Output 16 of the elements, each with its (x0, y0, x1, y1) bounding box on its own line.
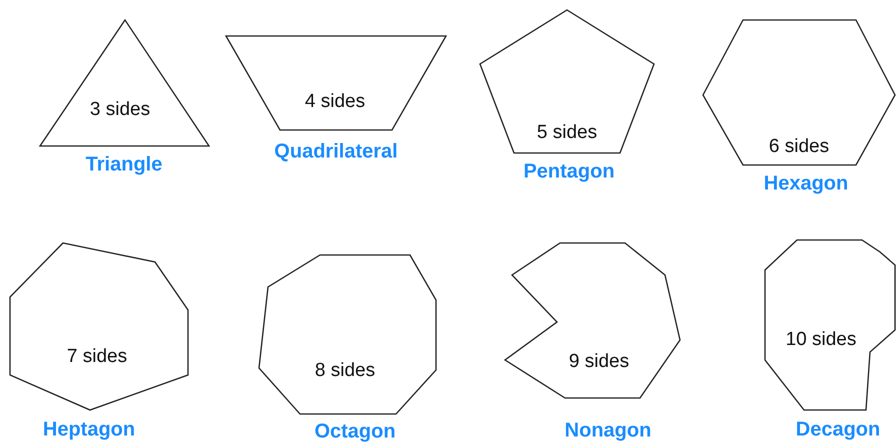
side-count-label: 3 sides (90, 99, 150, 121)
shape-name-label: Hexagon (764, 172, 848, 196)
shape-name-label: Decagon (796, 418, 880, 442)
side-count-label: 5 sides (536, 122, 598, 144)
shape-name-label: Nonagon (564, 420, 652, 442)
side-count-label: 10 sides (786, 329, 856, 351)
shape-name-label: Pentagon (523, 160, 615, 184)
side-count-label: 8 sides (314, 360, 376, 382)
shape-name-label: Triangle (86, 154, 162, 176)
shape-name-label: Quadrilateral (274, 140, 398, 164)
side-count-label: 9 sides (568, 351, 630, 373)
side-count-label: 4 sides (304, 91, 366, 113)
side-count-label: 7 sides (66, 346, 128, 368)
side-count-label: 6 sides (768, 136, 830, 158)
shape-name-label: Heptagon (42, 418, 136, 442)
shape-name-label: Octagon (314, 420, 396, 443)
